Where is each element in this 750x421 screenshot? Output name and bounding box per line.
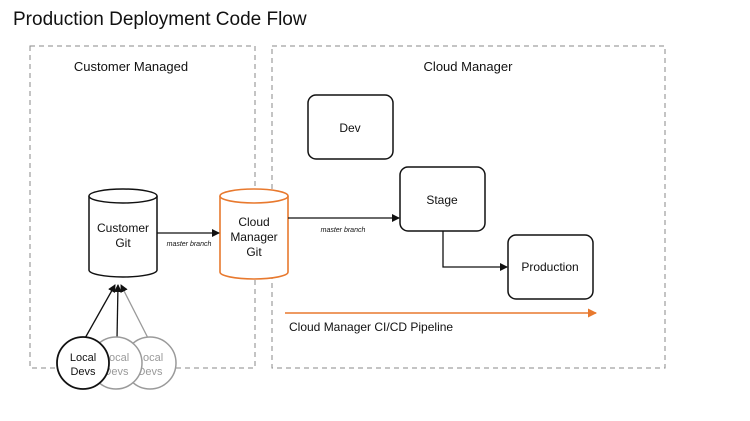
cloud-manager-label: Cloud Manager	[424, 59, 514, 74]
stage-node: Stage	[399, 166, 486, 232]
dev-node: Dev	[307, 94, 394, 160]
cloud-manager-git-label-line1: Cloud	[238, 215, 269, 229]
cloud-to-stage-label: master branch	[321, 227, 366, 234]
local-devs-front: Local Devs	[56, 284, 116, 390]
stage-label: Stage	[426, 193, 458, 207]
customer-git-label-line1: Customer	[97, 221, 149, 235]
stage-to-production-arrow	[442, 231, 508, 271]
local-devs-front-line1: Local	[70, 352, 96, 364]
dev-label: Dev	[339, 121, 360, 135]
cloud-manager-git-label-line3: Git	[246, 245, 262, 259]
customer-managed-label: Customer Managed	[74, 59, 188, 74]
customer-git-label-line2: Git	[115, 236, 131, 250]
cloud-manager-git-node: Cloud Manager Git	[219, 188, 289, 280]
cloud-manager-git-label-line2: Manager	[230, 230, 277, 244]
production-label: Production	[521, 260, 578, 274]
local-devs-back-line1: Local	[137, 352, 163, 364]
page-title: Production Deployment Code Flow	[13, 9, 307, 30]
local-devs-mid-line2: Devs	[103, 366, 129, 378]
local-devs-front-line2: Devs	[70, 366, 96, 378]
production-node: Production	[507, 234, 594, 300]
local-devs-back-line2: Devs	[137, 366, 163, 378]
pipeline-label: Cloud Manager CI/CD Pipeline	[289, 320, 453, 334]
customer-git-node: Customer Git	[88, 188, 158, 278]
customer-to-cloud-label: master branch	[167, 241, 212, 248]
